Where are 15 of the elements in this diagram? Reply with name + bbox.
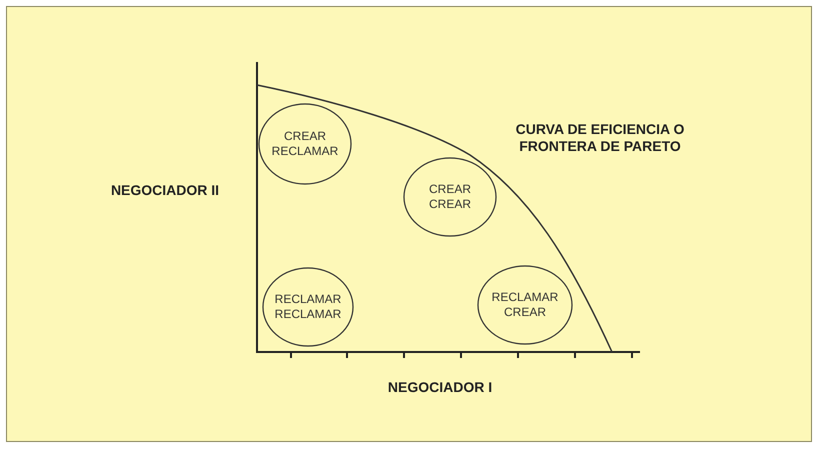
strategy-ellipse: [477, 265, 573, 345]
strategy-text: RECLAMAR: [274, 307, 342, 322]
strategy-text: CREAR: [428, 197, 471, 212]
strategy-text: RECLAMAR: [274, 292, 342, 307]
axis-title: NEGOCIADOR II: [110, 181, 220, 200]
strategy-text: CREAR: [284, 129, 326, 144]
strategy-text: RECLAMAR: [492, 290, 558, 305]
axis-title: NEGOCIADOR I: [386, 378, 494, 397]
strategy-ellipse: [403, 157, 497, 237]
strategy-text: RECLAMAR: [272, 144, 338, 159]
strategy-ellipse: [262, 267, 354, 347]
strategy-ellipse: [258, 103, 352, 185]
strategy-text: CREAR: [428, 182, 471, 197]
curve-label: CURVA DE EFICIENCIA O FRONTERA DE PARETO: [514, 121, 686, 155]
strategy-text: CREAR: [504, 305, 546, 320]
